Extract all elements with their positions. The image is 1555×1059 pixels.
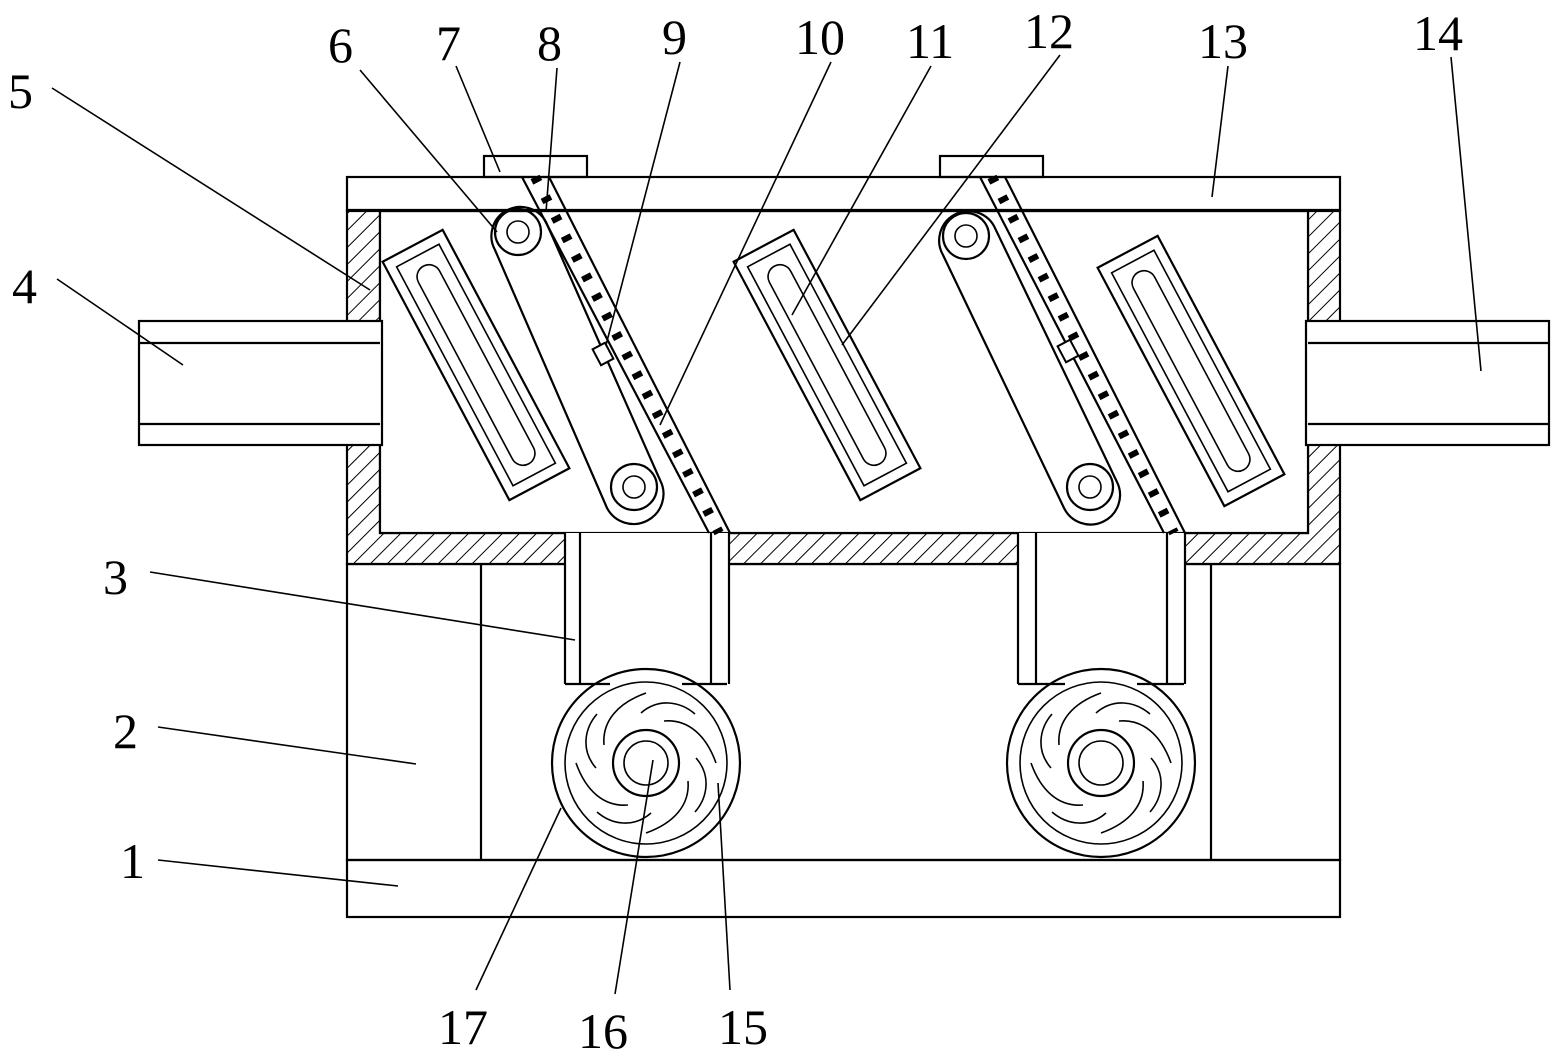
label-15: 15: [718, 999, 768, 1055]
base-plate: [345, 858, 1342, 919]
label-7: 7: [436, 15, 461, 71]
label-9: 9: [662, 9, 687, 65]
leader-lines: [51, 54, 1482, 995]
label-17: 17: [438, 999, 488, 1055]
angled-plate-2: [732, 228, 922, 502]
label-4: 4: [12, 258, 37, 314]
label-12: 12: [1024, 3, 1074, 59]
label-1: 1: [120, 833, 145, 889]
housing-wall: [345, 208, 1342, 566]
motor-block-left: [482, 154, 589, 179]
label-6: 6: [328, 17, 353, 73]
roller-belt-right: [938, 210, 1122, 526]
lead-screw-left: [521, 174, 731, 536]
label-8: 8: [537, 15, 562, 71]
top-cover: [345, 175, 1342, 213]
fan-duct-left: [563, 533, 731, 684]
fan-left: [550, 667, 742, 859]
label-14: 14: [1413, 5, 1463, 61]
fan-right: [1005, 667, 1197, 859]
motor-block-right: [938, 154, 1045, 179]
fan-duct-right: [1016, 533, 1187, 684]
label-11: 11: [906, 13, 954, 69]
lead-screw-right: [979, 174, 1186, 536]
angled-plate-3: [1096, 234, 1286, 508]
label-2: 2: [113, 703, 138, 759]
label-10: 10: [795, 9, 845, 65]
roller-belt-left: [490, 205, 665, 526]
outlet-pipe: [1304, 319, 1551, 447]
label-16: 16: [578, 1003, 628, 1059]
label-3: 3: [103, 549, 128, 605]
angled-plate-1: [381, 228, 571, 502]
label-13: 13: [1198, 13, 1248, 69]
support-frame: [345, 562, 1342, 862]
label-5: 5: [8, 63, 33, 119]
inlet-pipe: [137, 319, 384, 447]
